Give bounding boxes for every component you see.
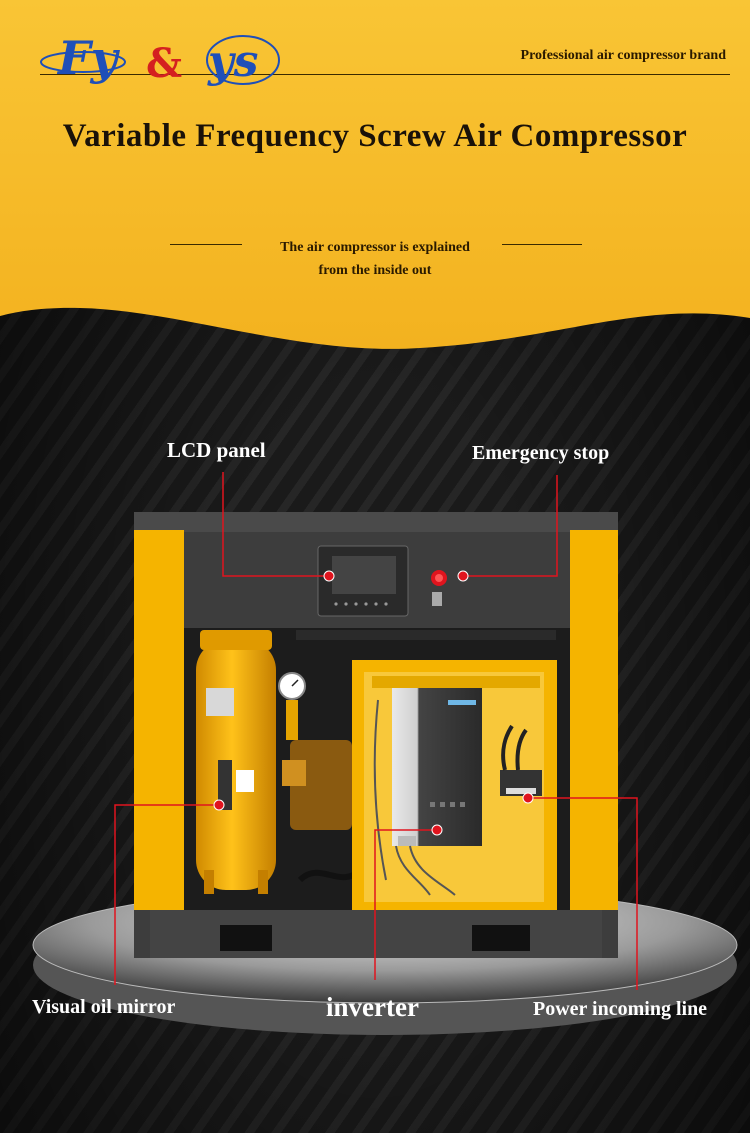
brand-tagline: Professional air compressor brand: [520, 48, 726, 63]
power-line-callout-dot: [522, 792, 534, 804]
label-inverter: inverter: [326, 992, 419, 1022]
pressure-gauge: [278, 672, 306, 740]
subtitle-rule-left: [170, 244, 242, 245]
callout-lines: [114, 472, 638, 990]
estop-callout-line: [464, 475, 558, 577]
label-lcd-panel: LCD panel: [167, 438, 266, 462]
subtitle-line-1: The air compressor is explained: [280, 240, 470, 255]
subtitle-rule-right: [502, 244, 582, 245]
lcd-callout-line: [222, 472, 327, 577]
oil-mirror-callout-line: [114, 804, 218, 985]
subtitle-line-2: from the inside out: [318, 263, 432, 278]
oil-mirror-callout-dot: [213, 799, 225, 811]
header-rule: [40, 74, 730, 75]
logo-ampersand: &: [146, 40, 182, 87]
inverter-unit: [392, 688, 482, 846]
subtitle: The air compressor is explained from the…: [225, 236, 525, 282]
callout-dots: [213, 570, 534, 836]
logo-text-left: Fy: [56, 31, 121, 85]
header-band: [0, 0, 750, 380]
lcd-callout-dot: [323, 570, 335, 582]
left-yellow-panel: [134, 530, 184, 910]
label-emergency-stop: Emergency stop: [472, 442, 610, 464]
emergency-stop-button: [431, 570, 447, 606]
label-visual-oil-mirror: Visual oil mirror: [32, 996, 176, 1018]
screw-airend: [282, 740, 363, 883]
power-terminal: [500, 724, 542, 796]
label-power-incoming-line: Power incoming line: [533, 998, 708, 1020]
inverter-callout-line: [374, 829, 437, 980]
cables: [373, 699, 456, 896]
power-line-callout-line: [530, 797, 638, 990]
oil-separator-tank: [196, 630, 276, 894]
right-yellow-panel: [570, 530, 618, 910]
lcd-panel: [317, 545, 409, 617]
inverter-callout-dot: [431, 824, 443, 836]
page-title: Variable Frequency Screw Air Compressor: [62, 118, 688, 154]
estop-callout-dot: [457, 570, 469, 582]
brand-logo: Fy & ys: [38, 22, 288, 92]
logo-text-right: ys: [207, 36, 258, 87]
